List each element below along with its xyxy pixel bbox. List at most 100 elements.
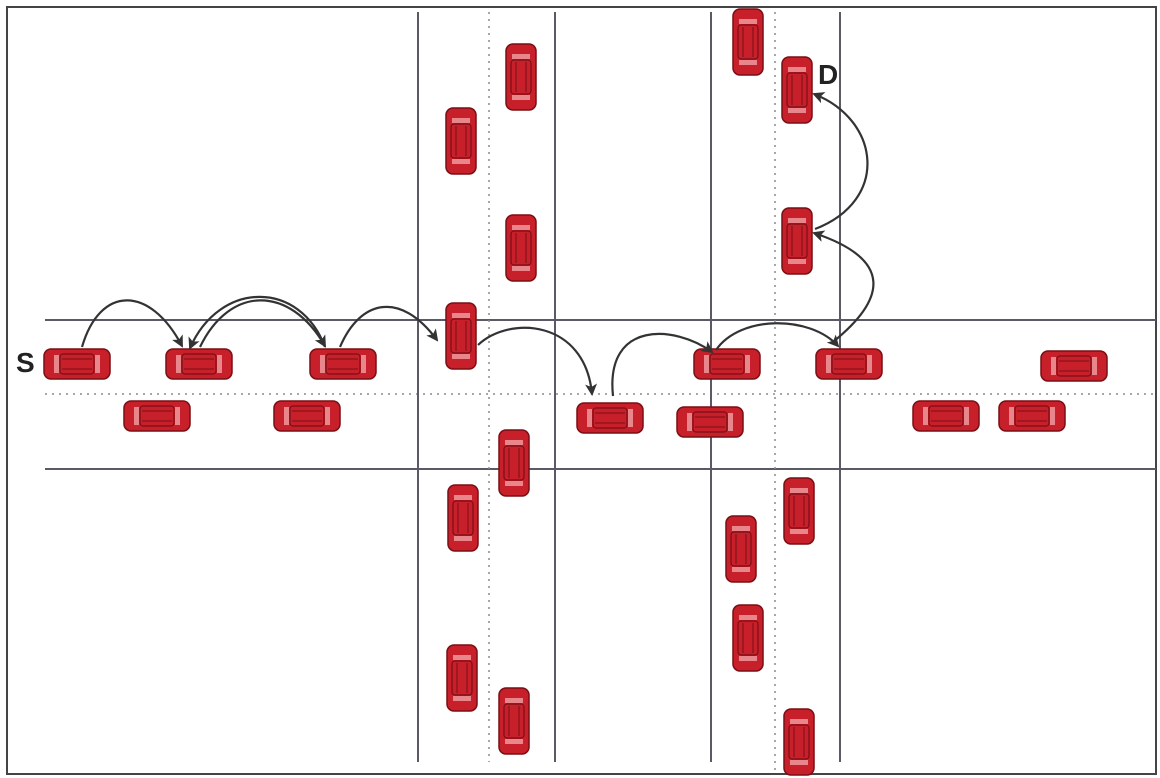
car-roof bbox=[738, 621, 758, 655]
car-rear-window bbox=[452, 159, 470, 164]
car-icon bbox=[446, 108, 476, 174]
car-roof bbox=[451, 319, 471, 353]
car-rear-window bbox=[788, 259, 806, 264]
car-icon bbox=[124, 401, 190, 431]
car-rear-window bbox=[217, 355, 222, 373]
car-roof bbox=[693, 412, 727, 432]
car-rear-window bbox=[790, 529, 808, 534]
car-windshield bbox=[788, 218, 806, 223]
car-icon bbox=[677, 407, 743, 437]
car-roof bbox=[511, 231, 531, 265]
car-roof bbox=[593, 408, 627, 428]
car-icon bbox=[310, 349, 376, 379]
car-icon bbox=[999, 401, 1065, 431]
car-rear-window bbox=[452, 354, 470, 359]
car-windshield bbox=[453, 655, 471, 660]
car-roof bbox=[60, 354, 94, 374]
car-rear-window bbox=[175, 407, 180, 425]
car-icon bbox=[447, 645, 477, 711]
car-windshield bbox=[587, 409, 592, 427]
car-rear-window bbox=[867, 355, 872, 373]
car-rear-window bbox=[361, 355, 366, 373]
car-roof bbox=[326, 354, 360, 374]
car-rear-window bbox=[325, 407, 330, 425]
car-roof bbox=[452, 661, 472, 695]
car-roof bbox=[1057, 356, 1091, 376]
car-windshield bbox=[1009, 407, 1014, 425]
car-roof bbox=[504, 704, 524, 738]
car-roof bbox=[453, 501, 473, 535]
car-windshield bbox=[54, 355, 59, 373]
car-windshield bbox=[452, 118, 470, 123]
car-windshield bbox=[452, 313, 470, 318]
car-icon bbox=[506, 44, 536, 110]
car-windshield bbox=[505, 440, 523, 445]
car-windshield bbox=[176, 355, 181, 373]
car-roof bbox=[787, 224, 807, 258]
car-rear-window bbox=[964, 407, 969, 425]
car-roof bbox=[504, 446, 524, 480]
car-roof bbox=[789, 725, 809, 759]
car-windshield bbox=[505, 698, 523, 703]
car-windshield bbox=[790, 488, 808, 493]
car-icon bbox=[44, 349, 110, 379]
car-roof bbox=[511, 60, 531, 94]
car-roof bbox=[787, 73, 807, 107]
car-roof bbox=[182, 354, 216, 374]
car-windshield bbox=[704, 355, 709, 373]
car-roof bbox=[140, 406, 174, 426]
car-rear-window bbox=[505, 481, 523, 486]
car-windshield bbox=[923, 407, 928, 425]
car-windshield bbox=[732, 526, 750, 531]
car-icon bbox=[499, 430, 529, 496]
car-roof bbox=[451, 124, 471, 158]
car-rear-window bbox=[1092, 357, 1097, 375]
car-windshield bbox=[512, 225, 530, 230]
car-icon bbox=[784, 709, 814, 775]
car-rear-window bbox=[95, 355, 100, 373]
car-icon bbox=[782, 208, 812, 274]
car-roof bbox=[738, 25, 758, 59]
car-icon bbox=[816, 349, 882, 379]
car-windshield bbox=[826, 355, 831, 373]
car-rear-window bbox=[1050, 407, 1055, 425]
source-label: S bbox=[16, 347, 35, 378]
car-windshield bbox=[284, 407, 289, 425]
car-icon bbox=[784, 478, 814, 544]
destination-label: D bbox=[818, 59, 838, 90]
car-icon bbox=[448, 485, 478, 551]
car-icon bbox=[446, 303, 476, 369]
car-icon bbox=[726, 516, 756, 582]
car-roof bbox=[710, 354, 744, 374]
car-roof bbox=[929, 406, 963, 426]
car-icon bbox=[499, 688, 529, 754]
diagram-frame bbox=[7, 7, 1156, 774]
car-roof bbox=[789, 494, 809, 528]
car-rear-window bbox=[790, 760, 808, 765]
car-icon bbox=[694, 349, 760, 379]
car-rear-window bbox=[512, 95, 530, 100]
car-windshield bbox=[512, 54, 530, 59]
car-rear-window bbox=[745, 355, 750, 373]
car-windshield bbox=[739, 615, 757, 620]
car-roof bbox=[290, 406, 324, 426]
car-rear-window bbox=[728, 413, 733, 431]
car-icon bbox=[506, 215, 536, 281]
car-roof bbox=[731, 532, 751, 566]
car-windshield bbox=[320, 355, 325, 373]
car-windshield bbox=[788, 67, 806, 72]
car-icon bbox=[782, 57, 812, 123]
car-rear-window bbox=[512, 266, 530, 271]
car-rear-window bbox=[732, 567, 750, 572]
car-roof bbox=[1015, 406, 1049, 426]
car-rear-window bbox=[628, 409, 633, 427]
car-windshield bbox=[790, 719, 808, 724]
car-roof bbox=[832, 354, 866, 374]
car-rear-window bbox=[454, 536, 472, 541]
car-windshield bbox=[687, 413, 692, 431]
car-icon bbox=[733, 605, 763, 671]
car-rear-window bbox=[788, 108, 806, 113]
car-rear-window bbox=[739, 60, 757, 65]
car-rear-window bbox=[505, 739, 523, 744]
car-icon bbox=[733, 9, 763, 75]
